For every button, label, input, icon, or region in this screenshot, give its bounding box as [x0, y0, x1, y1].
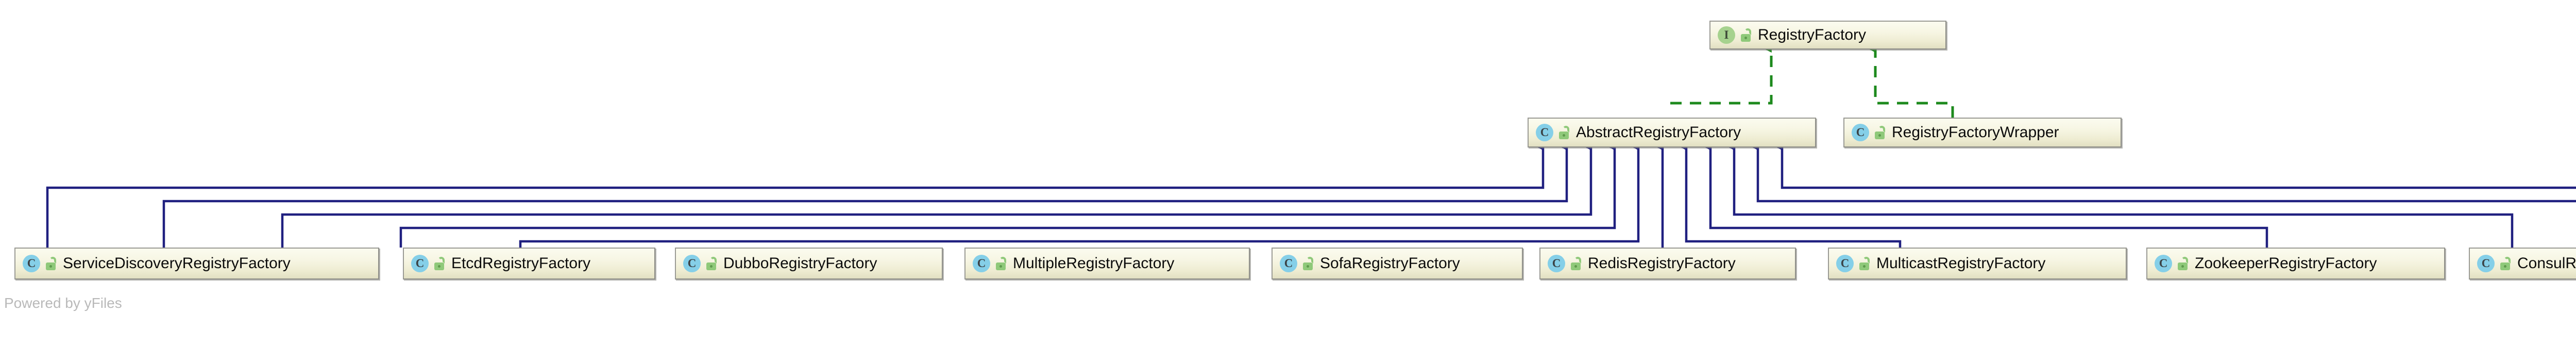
node-label: ServiceDiscoveryRegistryFactory — [63, 255, 291, 272]
unlocked-icon — [2176, 257, 2189, 270]
gen-zookeeper — [1705, 144, 2268, 248]
class-badge-icon: C — [1548, 255, 1565, 272]
node-sofa-registry-factory[interactable]: C SofaRegistryFactory — [1272, 248, 1523, 280]
unlocked-icon — [994, 257, 1007, 270]
node-multicast-registry-factory[interactable]: C MulticastRegistryFactory — [1828, 248, 2127, 280]
node-etcd-registry-factory[interactable]: C EtcdRegistryFactory — [403, 248, 655, 280]
class-badge-icon: C — [2155, 255, 2172, 272]
gen-service-discovery — [46, 144, 1545, 248]
node-icon-group: C — [2477, 255, 2511, 272]
node-icon-group: C — [23, 255, 57, 272]
node-zookeeper-registry-factory[interactable]: C ZookeeperRegistryFactory — [2146, 248, 2445, 280]
unlocked-icon — [1301, 257, 1314, 270]
realization-abstract-to-interface — [1670, 46, 1773, 105]
node-label: EtcdRegistryFactory — [451, 255, 591, 272]
class-badge-icon: C — [411, 255, 429, 272]
node-label: RegistryFactoryWrapper — [1892, 124, 2059, 141]
gen-sofa — [519, 144, 1640, 248]
node-registry-factory[interactable]: I RegistryFactory — [1709, 21, 1946, 50]
node-icon-group: I — [1718, 26, 1752, 44]
gen-multiple — [399, 144, 1616, 248]
node-label: MultipleRegistryFactory — [1013, 255, 1175, 272]
unlocked-icon — [2499, 257, 2511, 270]
realization-wrapper-to-interface — [1869, 46, 1954, 118]
edge-layer — [46, 46, 2576, 248]
node-label: ZookeeperRegistryFactory — [2195, 255, 2377, 272]
unlocked-icon — [1739, 28, 1752, 42]
node-label: ConsulRegistryFactory — [2517, 255, 2576, 272]
gen-multicast — [1681, 144, 1902, 248]
node-abstract-registry-factory[interactable]: C AbstractRegistryFactory — [1528, 118, 1816, 147]
node-label: SofaRegistryFactory — [1320, 255, 1460, 272]
node-label: AbstractRegistryFactory — [1576, 124, 1741, 141]
class-badge-icon: C — [683, 255, 701, 272]
node-label: RegistryFactory — [1758, 26, 1867, 43]
node-icon-group: C — [1536, 124, 1570, 141]
node-dubbo-registry-factory[interactable]: C DubboRegistryFactory — [675, 248, 943, 280]
gen-abstract-deprecated — [1752, 144, 2576, 203]
gen-nacos — [1776, 144, 2576, 189]
node-redis-registry-factory[interactable]: C RedisRegistryFactory — [1539, 248, 1796, 280]
unlocked-icon — [44, 257, 57, 270]
gen-consul — [1728, 144, 2514, 248]
node-icon-group: C — [1852, 124, 1886, 141]
uml-class-diagram-canvas: @拉勾教育 — [4, 21, 2576, 311]
unlocked-icon — [1873, 126, 1886, 139]
class-badge-icon: C — [1536, 124, 1553, 141]
unlocked-icon — [705, 257, 717, 270]
node-icon-group: C — [683, 255, 717, 272]
unlocked-icon — [433, 257, 445, 270]
realization-edges — [1670, 46, 1954, 118]
node-service-discovery-registry-factory[interactable]: C ServiceDiscoveryRegistryFactory — [14, 248, 379, 280]
interface-badge-icon: I — [1718, 26, 1735, 44]
class-badge-icon: C — [23, 255, 40, 272]
node-icon-group: C — [973, 255, 1007, 272]
node-icon-group: C — [1836, 255, 1870, 272]
class-badge-icon: C — [973, 255, 990, 272]
node-consul-registry-factory[interactable]: C ConsulRegistryFactory — [2469, 248, 2576, 280]
node-icon-group: C — [1548, 255, 1582, 272]
gen-etcd — [162, 144, 1568, 248]
node-registry-factory-wrapper[interactable]: C RegistryFactoryWrapper — [1843, 118, 2122, 147]
yfiles-watermark: Powered by yFiles — [4, 295, 122, 311]
gen-dubbo — [281, 144, 1592, 248]
class-badge-icon: C — [1280, 255, 1297, 272]
class-badge-icon: C — [2477, 255, 2495, 272]
node-label: DubboRegistryFactory — [723, 255, 877, 272]
node-icon-group: C — [1280, 255, 1314, 272]
node-icon-group: C — [411, 255, 445, 272]
unlocked-icon — [1557, 126, 1570, 139]
class-badge-icon: C — [1852, 124, 1869, 141]
node-icon-group: C — [2155, 255, 2189, 272]
node-label: MulticastRegistryFactory — [1876, 255, 2046, 272]
unlocked-icon — [1858, 257, 1870, 270]
node-label: RedisRegistryFactory — [1588, 255, 1736, 272]
generalization-edges — [46, 144, 2576, 248]
node-multiple-registry-factory[interactable]: C MultipleRegistryFactory — [964, 248, 1250, 280]
unlocked-icon — [1569, 257, 1582, 270]
class-badge-icon: C — [1836, 255, 1854, 272]
